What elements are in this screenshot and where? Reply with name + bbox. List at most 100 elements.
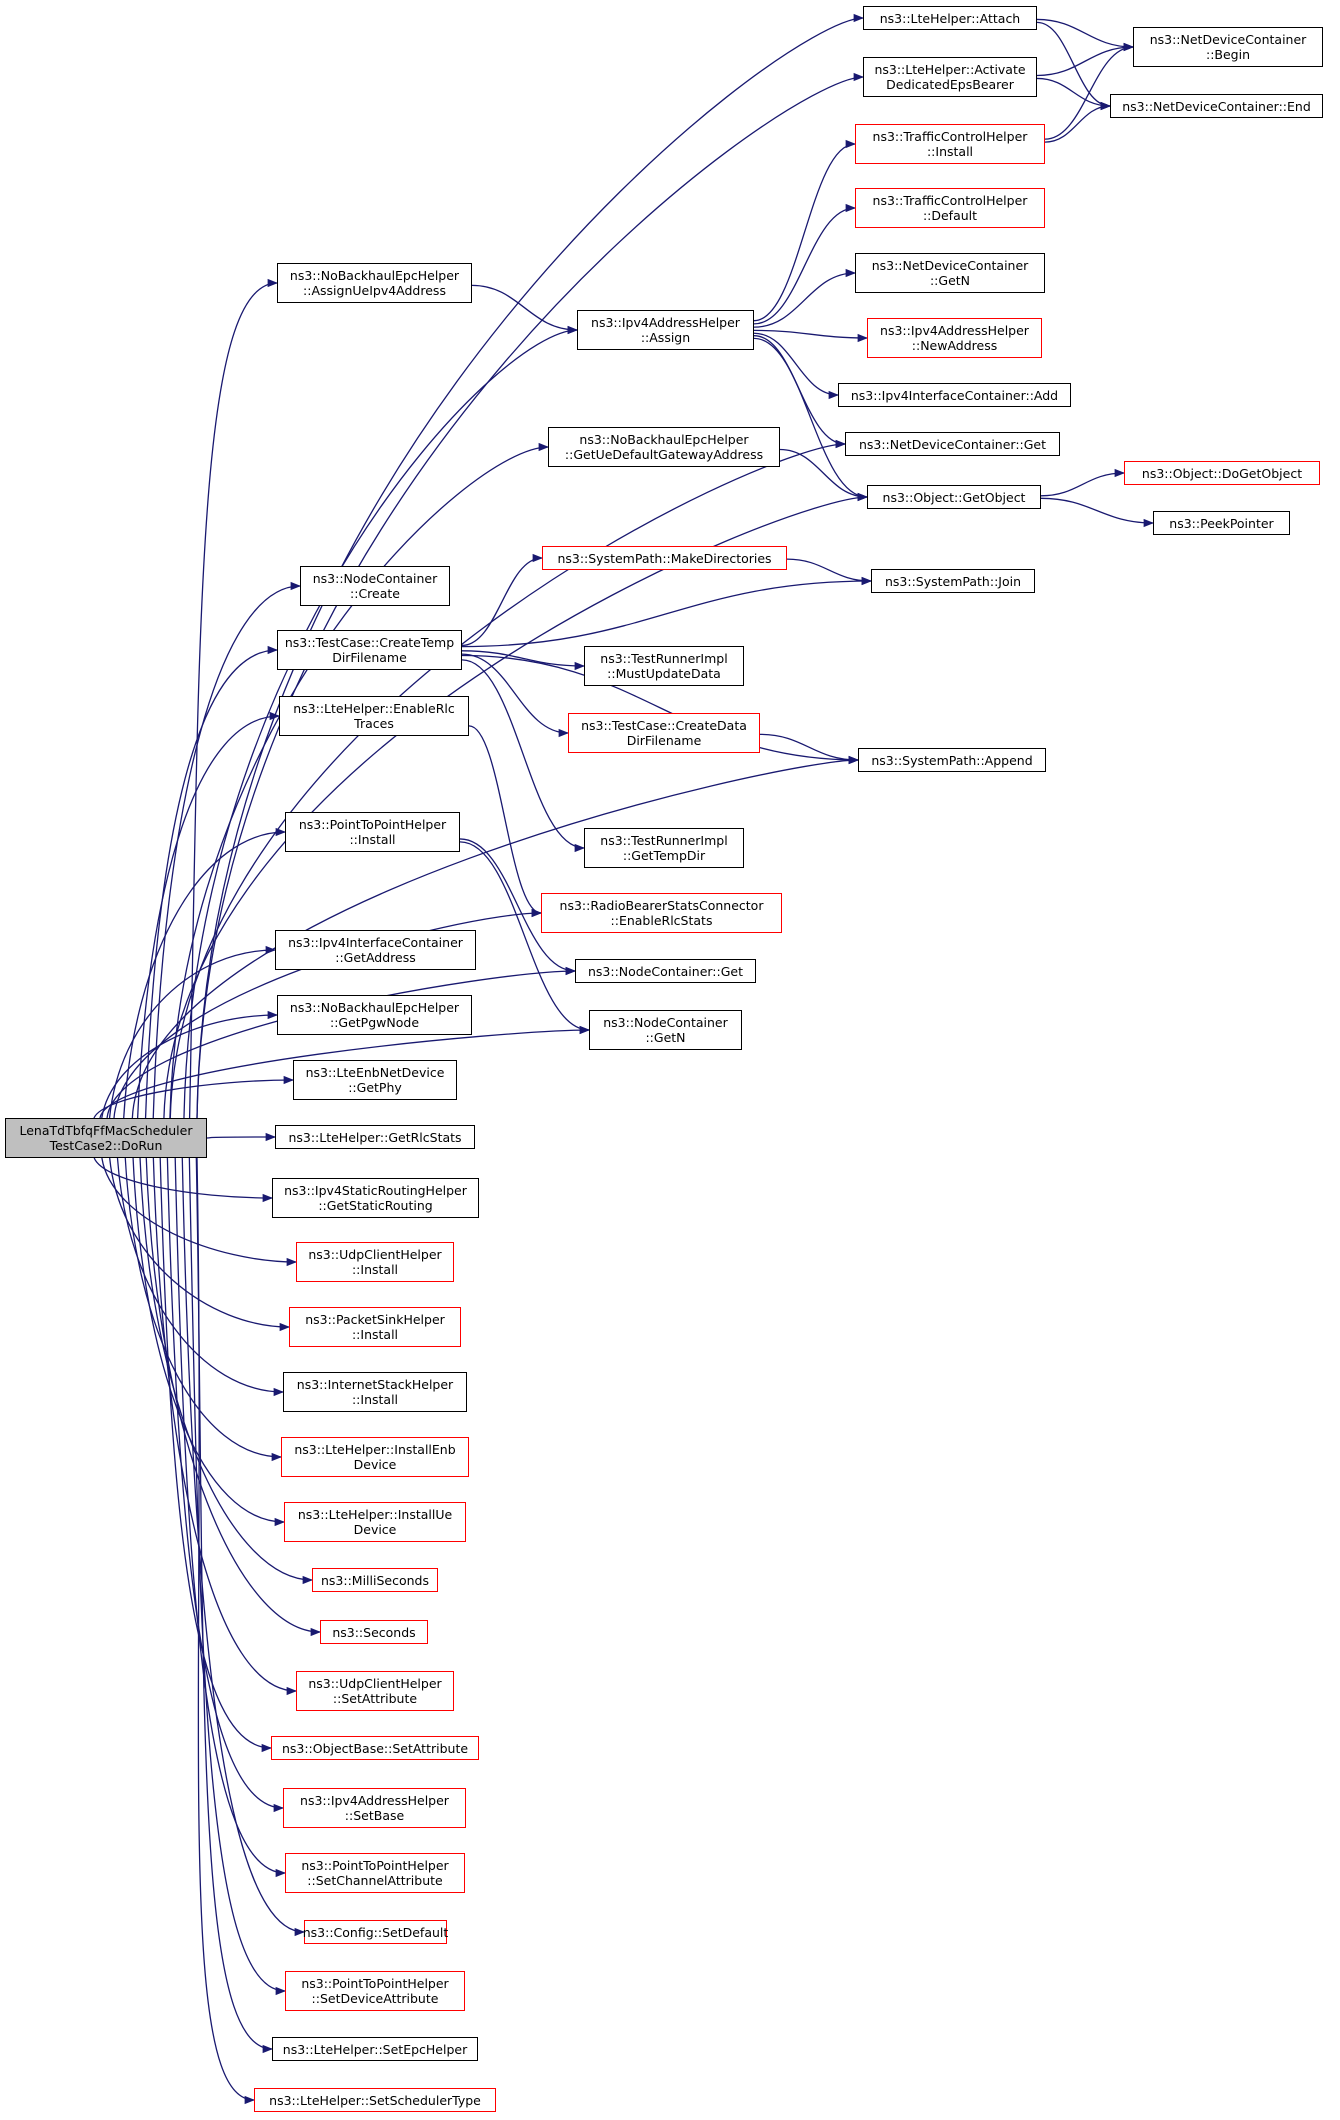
edge-root-to-ipv4srh-getstatic [93,1157,274,1203]
node-nbe-assignue[interactable]: ns3::NoBackhaulEpcHelper::AssignUeIpv4Ad… [277,263,472,303]
node-obj-dogetobject[interactable]: ns3::Object::DoGetObject [1124,461,1320,485]
node-lteenb-getphy[interactable]: ns3::LteEnbNetDevice::GetPhy [293,1060,457,1100]
node-milliseconds[interactable]: ns3::MilliSeconds [312,1568,438,1592]
node-p2p-setchannel[interactable]: ns3::PointToPointHelper::SetChannelAttri… [285,1853,465,1893]
edge-root-to-udpch-install [101,1157,298,1267]
node-label-line: ::Install [349,832,396,847]
edge-ipv4ah-assign-to-ipv4ic-add [753,332,840,400]
node-label-line: ::MustUpdateData [607,666,721,681]
node-label-line: ::SetBase [344,1808,405,1823]
node-tch-default[interactable]: ns3::TrafficControlHelper::Default [855,188,1045,228]
node-tri-gettempdir[interactable]: ns3::TestRunnerImpl::GetTempDir [584,828,744,868]
node-sp-join[interactable]: ns3::SystemPath::Join [871,569,1035,593]
node-tri-mustupdate[interactable]: ns3::TestRunnerImpl::MustUpdateData [584,646,744,686]
node-label-line: ns3::NetDeviceContainer::End [1122,98,1311,114]
node-lte-setsched[interactable]: ns3::LteHelper::SetSchedulerType [254,2088,496,2112]
node-label-line: ns3::TrafficControlHelper [872,193,1028,208]
node-p2p-install[interactable]: ns3::PointToPointHelper::Install [285,812,460,852]
node-ipv4srh-getstatic[interactable]: ns3::Ipv4StaticRoutingHelper::GetStaticR… [272,1178,479,1218]
node-seconds[interactable]: ns3::Seconds [320,1620,428,1644]
edge-ipv4ah-assign-to-tch-default [753,203,857,325]
node-rbsc-enablerlc[interactable]: ns3::RadioBearerStatsConnector::EnableRl… [541,893,782,933]
node-nbe-getuegw[interactable]: ns3::NoBackhaulEpcHelper::GetUeDefaultGa… [548,427,780,467]
node-config-setdefault[interactable]: ns3::Config::SetDefault [302,1920,449,1944]
node-label-line: ns3::SystemPath::Append [871,752,1033,768]
node-label-line: ns3::LteHelper::Activate [874,62,1026,77]
node-label-line: ::SetChannelAttribute [307,1873,443,1888]
node-ipv4ah-assign[interactable]: ns3::Ipv4AddressHelper::Assign [577,310,754,350]
node-ipv4ah-setbase[interactable]: ns3::Ipv4AddressHelper::SetBase [283,1788,466,1828]
node-label-line: ::Install [351,1392,399,1407]
edge-root-to-tc-createtemp [144,645,279,1119]
node-label-line: ns3::TestCase::CreateData [581,718,747,733]
node-objbase-setattr[interactable]: ns3::ObjectBase::SetAttribute [271,1736,479,1760]
node-label-line: ns3::NoBackhaulEpcHelper [579,432,749,447]
node-ndc-getn[interactable]: ns3::NetDeviceContainer::GetN [855,253,1045,293]
node-peekpointer[interactable]: ns3::PeekPointer [1153,511,1290,535]
node-lte-getrlcstats[interactable]: ns3::LteHelper::GetRlcStats [275,1125,475,1149]
node-label-line: ns3::Object::GetObject [882,489,1026,505]
node-label-line: ns3::PointToPointHelper [301,1976,449,1991]
node-udpch-setattr[interactable]: ns3::UdpClientHelper::SetAttribute [296,1671,454,1711]
node-label-line: DirFilename [332,650,407,665]
node-lte-setepc[interactable]: ns3::LteHelper::SetEpcHelper [272,2037,478,2061]
node-udpch-install[interactable]: ns3::UdpClientHelper::Install [296,1242,454,1282]
node-lte-attach[interactable]: ns3::LteHelper::Attach [863,6,1037,30]
node-label-line: ns3::PointToPointHelper [301,1858,449,1873]
node-label-line: ns3::InternetStackHelper [296,1377,454,1392]
node-label-line: ns3::Ipv4AddressHelper [880,323,1029,338]
edge-root-to-ipv4ah-assign [183,325,579,1119]
node-nc-getn[interactable]: ns3::NodeContainer::GetN [589,1010,742,1050]
node-sp-append[interactable]: ns3::SystemPath::Append [858,748,1046,772]
edge-tc-createtemp-to-sp-join [461,576,873,648]
node-label-line: ::Install [351,1262,399,1277]
node-label-line: ns3::TestRunnerImpl [600,651,728,666]
node-label-line: ns3::RadioBearerStatsConnector [559,898,764,913]
node-label-line: ns3::Ipv4StaticRoutingHelper [284,1183,467,1198]
node-ipv4ic-add[interactable]: ns3::Ipv4InterfaceContainer::Add [838,383,1071,407]
node-nc-create[interactable]: ns3::NodeContainer::Create [300,566,450,606]
node-label-line: ::Default [922,208,978,223]
node-label-line: Device [353,1522,397,1537]
edge-root-to-seconds [145,1157,322,1637]
node-sp-makedirs[interactable]: ns3::SystemPath::MakeDirectories [542,546,787,570]
node-label-line: ns3::NodeContainer [603,1015,728,1030]
node-nc-get[interactable]: ns3::NodeContainer::Get [575,959,756,983]
node-label-line: ::NewAddress [911,338,998,353]
node-ish-install[interactable]: ns3::InternetStackHelper::Install [283,1372,467,1412]
edge-tch-install-to-ndc-begin [1044,42,1135,140]
node-label-line: ns3::Config::SetDefault [302,1924,449,1940]
node-label-line: DirFilename [626,733,702,748]
edge-lte-attach-to-ndc-begin [1036,18,1135,52]
edge-p2p-install-to-nc-getn [459,841,591,1035]
edge-root-to-ish-install [116,1157,285,1397]
node-label-line: ns3::MilliSeconds [320,1572,429,1588]
node-obj-getobject[interactable]: ns3::Object::GetObject [867,485,1041,509]
edge-nbe-getuegw-to-obj-getobject [779,448,869,502]
node-label-line: ns3::Object::DoGetObject [1141,465,1303,481]
node-ipv4ah-newaddr[interactable]: ns3::Ipv4AddressHelper::NewAddress [867,318,1042,358]
node-label-line: ::Create [350,586,400,601]
node-ipv4ic-getaddr[interactable]: ns3::Ipv4InterfaceContainer::GetAddress [275,930,476,970]
node-label-line: ns3::SystemPath::MakeDirectories [557,550,772,566]
edge-root-to-lteenb-getphy [93,1075,295,1119]
node-label-line: ::Install [926,144,974,159]
node-label-line: ns3::LteHelper::InstallUe [297,1507,453,1522]
node-label-line: ns3::Seconds [332,1624,416,1640]
node-label-line: ns3::NetDeviceContainer [871,258,1029,273]
node-nbe-getpgw[interactable]: ns3::NoBackhaulEpcHelper::GetPgwNode [277,995,472,1035]
node-tch-install[interactable]: ns3::TrafficControlHelper::Install [855,124,1045,164]
node-ndc-end[interactable]: ns3::NetDeviceContainer::End [1110,94,1323,118]
node-psh-install[interactable]: ns3::PacketSinkHelper::Install [289,1307,461,1347]
node-p2p-setdevice[interactable]: ns3::PointToPointHelper::SetDeviceAttrib… [285,1971,465,2011]
node-ndc-begin[interactable]: ns3::NetDeviceContainer::Begin [1133,27,1323,67]
edge-lte-enablerlc-to-rbsc-enablerlc [468,725,543,918]
node-ndc-get[interactable]: ns3::NetDeviceContainer::Get [845,432,1060,456]
edge-root-to-lte-attach [196,13,865,1119]
